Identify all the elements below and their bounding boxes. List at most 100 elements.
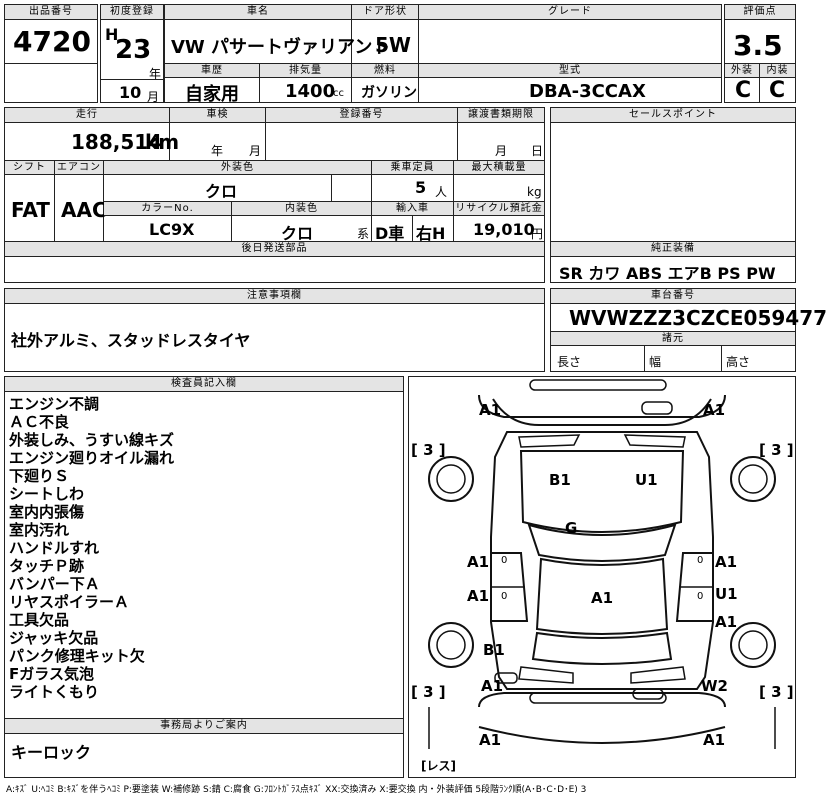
transfer-docs-label: 譲渡書類期限 bbox=[458, 108, 544, 123]
damage-left-quarter: B1 bbox=[483, 641, 505, 659]
vehicle-info-block: 走行 車検 登録番号 譲渡書類期限 188,514 km 年 月 月 日 シフト… bbox=[4, 107, 545, 283]
tire-rear-right: [ 3 ] bbox=[759, 683, 794, 701]
tire-rear-left: [ 3 ] bbox=[411, 683, 446, 701]
displacement: 1400 bbox=[285, 81, 336, 102]
tire-front-left: [ 3 ] bbox=[411, 441, 446, 459]
lot-number: 4720 bbox=[13, 25, 91, 58]
history-label: 車歴 bbox=[165, 64, 259, 78]
damage-diagram: A1 A1 B1 U1 G A1 A1 A1 U1 A1 A1 B1 A1 W2… bbox=[408, 376, 796, 778]
car-name-row: 車名 ドア形状 グレード VW パサートヴァリアント 5W bbox=[164, 4, 722, 64]
damage-left-fender: A1 bbox=[467, 553, 490, 571]
lot-number-label: 出品番号 bbox=[5, 5, 97, 20]
door-label: ドア形状 bbox=[352, 5, 418, 20]
legend: A:ｷｽﾞ U:ﾍｺﾐ B:ｷｽﾞを伴うﾍｺﾐ P:要塗装 W:補修跡 S:錆 … bbox=[6, 785, 587, 795]
grade-label: グレード bbox=[419, 5, 721, 20]
fuel-label: 燃料 bbox=[352, 64, 418, 78]
int-color-label: 内装色 bbox=[232, 202, 371, 216]
inspector-line: パンク修理キット欠 bbox=[9, 647, 145, 665]
registration-year: 23 bbox=[115, 35, 152, 65]
capacity: 5 bbox=[415, 178, 427, 197]
inspector-line: エンジン不調 bbox=[9, 395, 100, 413]
inspector-line: 室内汚れ bbox=[9, 521, 70, 539]
ac-type: AAC bbox=[61, 198, 107, 222]
mileage-label: 走行 bbox=[5, 108, 169, 123]
zero-mark: 0 bbox=[697, 591, 704, 602]
transfer-month-unit: 月 bbox=[495, 144, 508, 158]
width-label: 幅 bbox=[649, 355, 662, 369]
inspector-line: ライトくもり bbox=[9, 683, 100, 701]
shift-label: シフト bbox=[5, 161, 54, 175]
inspector-line: 外装しみ、うすい線キズ bbox=[9, 431, 175, 449]
displacement-label: 排気量 bbox=[260, 64, 351, 78]
inspector-line: ジャッキ欠品 bbox=[9, 629, 99, 647]
inspector-line: ＡＣ不良 bbox=[9, 413, 70, 431]
inspector-line: エンジン廻りオイル漏れ bbox=[9, 449, 175, 467]
damage-left-door: A1 bbox=[467, 587, 490, 605]
steering-side: 右H bbox=[416, 224, 446, 243]
damage-roof: A1 bbox=[591, 589, 614, 607]
mileage-unit: km bbox=[145, 130, 180, 154]
inspector-line: シートしわ bbox=[9, 485, 85, 503]
inspector-line: Fガラス気泡 bbox=[9, 665, 94, 683]
sales-points-label: セールスポイント bbox=[551, 108, 795, 123]
zero-mark: 0 bbox=[501, 591, 508, 602]
first-registration-box: 初度登録 H 23 年 10 月 bbox=[100, 4, 164, 104]
car-name-label: 車名 bbox=[165, 5, 351, 20]
zero-mark: 0 bbox=[697, 555, 704, 566]
max-load-label: 最大積載量 bbox=[454, 161, 544, 175]
sales-block: セールスポイント 純正装備 SR カワ ABS エアB PS PW bbox=[550, 107, 796, 283]
damage-front-left: A1 bbox=[479, 401, 502, 419]
damage-right-rear: W2 bbox=[701, 677, 728, 695]
length-label: 長さ bbox=[557, 355, 582, 369]
int-color-suffix: 系 bbox=[357, 227, 370, 241]
interior-label: 内装 bbox=[760, 64, 795, 78]
month-unit: 月 bbox=[147, 90, 160, 104]
spec-row: 車歴 排気量 燃料 型式 自家用 1400 cc ガソリン DBA-3CCAX bbox=[164, 63, 722, 105]
damage-left-rear: A1 bbox=[481, 677, 504, 695]
ac-label: エアコン bbox=[55, 161, 103, 175]
zero-mark: 0 bbox=[501, 555, 508, 566]
displacement-unit: cc bbox=[333, 88, 344, 99]
reg-no-label: 登録番号 bbox=[266, 108, 457, 123]
damage-hood-right: U1 bbox=[635, 471, 658, 489]
inspector-line: リヤスポイラーＡ bbox=[9, 593, 130, 611]
chassis-block: 車台番号 WVWZZZ3CZCE059477 諸元 長さ 幅 高さ bbox=[550, 288, 827, 372]
color-no-label: カラーNo. bbox=[104, 202, 231, 216]
score-box: 評価点 3.5 外装 内装 C C bbox=[724, 4, 796, 103]
shift-type: FAT bbox=[11, 198, 50, 222]
ext-color: クロ bbox=[205, 182, 238, 201]
recycle-label: リサイクル預託金 bbox=[454, 202, 544, 216]
dims-label: 諸元 bbox=[551, 332, 795, 346]
era: H bbox=[105, 25, 119, 44]
inspection-month-unit: 月 bbox=[249, 144, 262, 158]
damage-rear-right: A1 bbox=[703, 731, 726, 749]
chassis-label: 車台番号 bbox=[551, 289, 795, 304]
notes-text: 社外アルミ、スタッドレスタイヤ bbox=[11, 331, 251, 350]
model-code: DBA-3CCAX bbox=[529, 81, 646, 102]
import-dealer: D車 bbox=[375, 224, 405, 243]
score: 3.5 bbox=[733, 29, 783, 62]
tire-front-right: [ 3 ] bbox=[759, 441, 794, 459]
car-outline bbox=[428, 379, 776, 749]
equipment: SR カワ ABS エアB PS PW bbox=[559, 264, 776, 283]
inspector-block: 検査員記入欄 エンジン不調 ＡＣ不良 外装しみ、うすい線キズ エンジン廻りオイル… bbox=[4, 376, 404, 778]
damage-right-fender: A1 bbox=[715, 553, 738, 571]
year-unit: 年 bbox=[149, 67, 162, 81]
max-load-unit: kg bbox=[527, 185, 542, 199]
inspector-line: 室内内張傷 bbox=[9, 503, 85, 521]
damage-right-door-front: U1 bbox=[715, 585, 738, 603]
inspector-label: 検査員記入欄 bbox=[5, 377, 403, 392]
color-no: LC9X bbox=[149, 220, 195, 239]
damage-windshield: G bbox=[565, 519, 578, 537]
damage-hood-left: B1 bbox=[549, 471, 571, 489]
damage-front-right: A1 bbox=[703, 401, 726, 419]
door-type: 5W bbox=[375, 33, 411, 57]
later-parts-label: 後日発送部品 bbox=[5, 242, 544, 257]
inspector-line: 下廻りＳ bbox=[9, 467, 70, 485]
height-label: 高さ bbox=[726, 355, 751, 369]
inspector-line: バンパー下Ａ bbox=[9, 575, 100, 593]
import-label: 輸入車 bbox=[372, 202, 453, 216]
lot-number-box: 出品番号 4720 bbox=[4, 4, 98, 103]
damage-right-door-rear: A1 bbox=[715, 613, 738, 631]
office-text: キーロック bbox=[11, 743, 92, 762]
